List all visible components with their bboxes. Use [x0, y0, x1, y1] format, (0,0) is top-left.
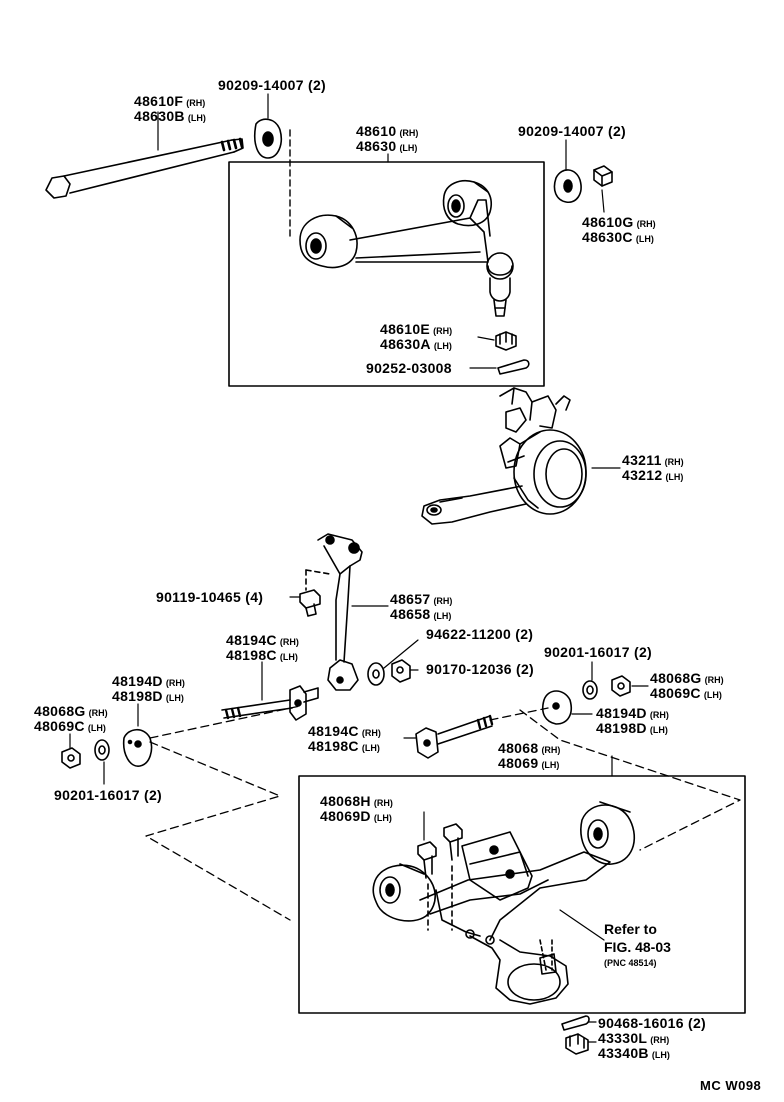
label-48630: 48630(LH)	[356, 138, 418, 154]
nut-48068G-left	[61, 747, 81, 769]
label-48610F: 48610F(RH)	[134, 93, 206, 109]
label-48657: 48657(RH)	[390, 591, 453, 607]
label-48610E: 48610E(RH)	[380, 321, 453, 337]
washer-90201-right	[582, 680, 598, 700]
label-48194D-left: 48194D(RH)	[112, 673, 185, 689]
label-90252: 90252-03008	[366, 360, 452, 376]
label-48610G: 48610G(RH)	[582, 214, 656, 230]
label-48658: 48658(LH)	[390, 606, 452, 622]
label-48630A: 48630A(LH)	[380, 336, 452, 352]
label-48198D-right: 48198D(LH)	[596, 720, 668, 736]
cam-plate-48194D-right	[541, 690, 572, 725]
refer-fig-line: FIG. 48-03	[604, 939, 671, 955]
cotter-pin-90252	[497, 359, 530, 375]
label-48068: 48068(RH)	[498, 740, 561, 756]
label-90209-top: 90209-14007 (2)	[218, 77, 327, 93]
label-48069C-left: 48069C(LH)	[34, 718, 106, 734]
nut-90170	[391, 659, 411, 683]
label-90209-right: 90209-14007 (2)	[518, 123, 627, 139]
label-48198C-upper: 48198C(LH)	[226, 647, 298, 663]
label-94622: 94622-11200 (2)	[426, 626, 534, 642]
washer-94622	[367, 662, 385, 686]
label-48068G-left: 48068G(RH)	[34, 703, 108, 719]
label-48610: 48610(RH)	[356, 123, 419, 139]
figure-code: MC W098	[700, 1078, 762, 1093]
label-48068G-right: 48068G(RH)	[650, 670, 724, 686]
nut-48610G	[593, 165, 613, 187]
castle-nut-48610E	[495, 331, 517, 351]
label-48069: 48069(LH)	[498, 755, 560, 771]
label-43212: 43212(LH)	[622, 467, 684, 483]
cam-bolt-48194C-center	[415, 714, 494, 759]
cam-bolt-48194C-left	[221, 685, 319, 721]
label-48198C-lower: 48198C(LH)	[308, 738, 380, 754]
lower-arm-frame	[298, 775, 746, 1014]
label-48069D: 48069D(LH)	[320, 808, 392, 824]
label-43340B: 43340B(LH)	[598, 1045, 670, 1061]
bolt-90119	[299, 569, 331, 617]
label-90119: 90119-10465 (4)	[156, 589, 264, 605]
label-48630C: 48630C(LH)	[582, 229, 654, 245]
upper-arm-shaft-bolt	[45, 137, 244, 199]
castle-nut-43330L	[565, 1033, 589, 1055]
label-48069C-right: 48069C(LH)	[650, 685, 722, 701]
label-48194D-right: 48194D(RH)	[596, 705, 669, 721]
strut-bar-48657	[317, 533, 363, 691]
washer-90209-top	[253, 118, 283, 159]
upper-control-arm	[299, 180, 514, 317]
label-48194C-upper: 48194C(RH)	[226, 632, 299, 648]
label-90201-right: 90201-16017 (2)	[544, 644, 653, 660]
washer-90209-right	[553, 169, 582, 204]
refer-pnc-line: (PNC 48514)	[604, 958, 657, 968]
label-43330L: 43330L(RH)	[598, 1030, 670, 1046]
label-48198D-left: 48198D(LH)	[112, 688, 184, 704]
label-43211: 43211(RH)	[622, 452, 684, 468]
washer-90201-left	[94, 739, 110, 761]
nut-48068G-right	[611, 675, 631, 697]
cotter-pin-90468	[561, 1015, 590, 1031]
label-90201-left: 90201-16017 (2)	[54, 787, 163, 803]
steering-knuckle	[421, 387, 587, 525]
refer-to-line: Refer to	[604, 921, 657, 937]
label-90468: 90468-16016 (2)	[598, 1015, 707, 1031]
label-90170: 90170-12036 (2)	[426, 661, 535, 677]
cam-plate-48194D-left	[122, 728, 153, 767]
label-48194C-lower: 48194C(RH)	[308, 723, 381, 739]
lower-control-arm	[372, 801, 636, 1005]
label-48630B: 48630B(LH)	[134, 108, 206, 124]
label-48068H: 48068H(RH)	[320, 793, 393, 809]
upper-arm-frame	[228, 161, 545, 387]
